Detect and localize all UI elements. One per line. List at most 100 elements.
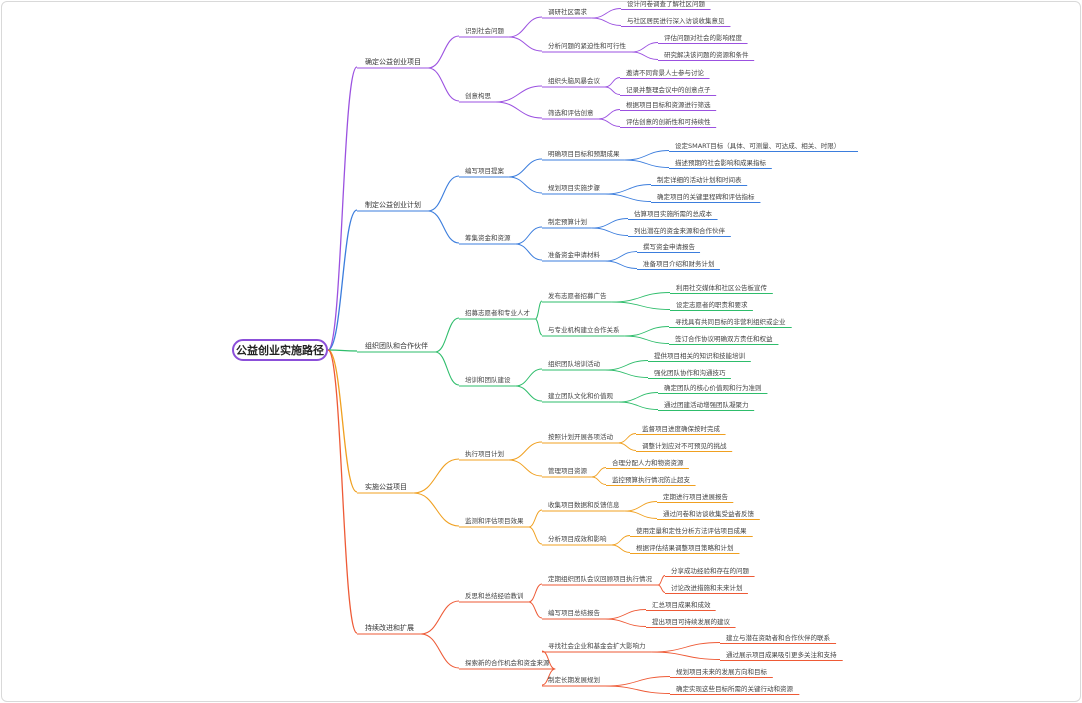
leaf-2-0-0-1[interactable]: 设定志愿者的职责和要求 bbox=[676, 300, 748, 309]
connector-2-1-0-0 bbox=[605, 360, 649, 371]
connector-root-branch-0 bbox=[327, 66, 358, 351]
leaf-3-0-0-1[interactable]: 调整计划应对不可预见的挑战 bbox=[642, 441, 727, 450]
leaf-0-0-0-1[interactable]: 与社区居民进行深入访谈收集意见 bbox=[627, 16, 725, 25]
leaf-1-1-0-0[interactable]: 估算项目实施所需的总成本 bbox=[634, 209, 712, 218]
node-2-1-label[interactable]: 培训和团队建设 bbox=[465, 376, 511, 384]
node-1-1-label[interactable]: 筹集资金和资源 bbox=[465, 234, 511, 242]
leaf-1-1-1-0[interactable]: 撰写资金申请报告 bbox=[643, 242, 695, 251]
leaf-3-0-1-0[interactable]: 合理分配人力和物资资源 bbox=[612, 458, 684, 467]
node-0-0-label[interactable]: 识别社会问题 bbox=[465, 27, 504, 35]
leaf-4-1-1-1[interactable]: 确定实现这些目标所需的关键行动和资源 bbox=[676, 684, 793, 693]
leaf-3-1-0-0[interactable]: 定期进行项目进展报告 bbox=[663, 492, 728, 501]
leaf-0-1-1-1[interactable]: 评估创意的创新性和可持续性 bbox=[626, 117, 711, 126]
leaf-1-0-0-0[interactable]: 设定SMART目标（具体、可测量、可达成、相关、时限） bbox=[675, 141, 841, 150]
leaf-0-0-1-0[interactable]: 评估问题对社会的影响程度 bbox=[664, 33, 742, 42]
connector-root-branch-4 bbox=[327, 349, 358, 634]
branch-0-label[interactable]: 确定公益创业项目 bbox=[365, 58, 421, 66]
node-2-1-1-label[interactable]: 建立团队文化和价值观 bbox=[548, 392, 613, 400]
branch-4-label[interactable]: 持续改进和扩展 bbox=[365, 624, 414, 632]
node-2-0-label[interactable]: 招募志愿者和专业人才 bbox=[465, 309, 530, 317]
connector-2-0-1 bbox=[535, 318, 543, 336]
leaf-4-0-0-1[interactable]: 讨论改进措施和未来计划 bbox=[671, 583, 743, 592]
node-1-0-1-label[interactable]: 规划项目实施步骤 bbox=[548, 184, 600, 192]
node-4-1-0-label[interactable]: 寻找社会企业和基金会扩大影响力 bbox=[548, 642, 646, 650]
node-1-0-label[interactable]: 编写项目提案 bbox=[465, 167, 504, 175]
connector-2-0-0-0 bbox=[611, 292, 671, 303]
connector-3-1-1-0 bbox=[611, 535, 631, 546]
branch-2-label[interactable]: 组织团队和合作伙伴 bbox=[365, 342, 428, 350]
leaf-0-0-1-1[interactable]: 研究解决该问题的资源和条件 bbox=[664, 50, 749, 59]
leaf-2-1-1-0[interactable]: 确定团队的核心价值观和行为准则 bbox=[664, 383, 762, 392]
node-3-1-label[interactable]: 监测和评估项目效果 bbox=[465, 517, 524, 525]
root-label: 公益创业实施路径 bbox=[236, 344, 324, 357]
leaf-3-1-1-1[interactable]: 根据评估结果调整项目策略和计划 bbox=[636, 543, 734, 552]
leaf-4-0-1-0[interactable]: 汇总项目成果和成效 bbox=[652, 600, 711, 609]
connector-4-0-0-1 bbox=[657, 584, 666, 593]
connector-0-0-0-1 bbox=[591, 17, 622, 26]
connector-0-0-1 bbox=[508, 36, 543, 52]
connector-4-0-0-0 bbox=[657, 575, 666, 586]
node-3-1-1-label[interactable]: 分析项目成效和影响 bbox=[548, 535, 607, 543]
leaf-0-0-0-0[interactable]: 设计问卷调查了解社区问题 bbox=[627, 0, 705, 8]
node-3-1-0-label[interactable]: 收集项目数据和反馈信息 bbox=[548, 501, 620, 509]
leaf-2-0-1-1[interactable]: 签订合作协议明确双方责任和权益 bbox=[675, 334, 773, 343]
node-2-0-0-label[interactable]: 发布志愿者招募广告 bbox=[548, 292, 607, 300]
connector-0-1-1 bbox=[495, 101, 543, 119]
connector-2-1 bbox=[435, 351, 460, 386]
leaf-4-0-1-1[interactable]: 提出项目可持续发展的建议 bbox=[652, 617, 730, 626]
leaf-1-0-1-0[interactable]: 制定详细的活动计划和时间表 bbox=[657, 175, 742, 184]
leaf-0-1-1-0[interactable]: 根据项目目标和资源进行筛选 bbox=[626, 100, 711, 109]
node-2-1-0-label[interactable]: 组织团队培训活动 bbox=[548, 360, 600, 368]
leaf-3-1-1-0[interactable]: 使用定量和定性分析方法评估项目成果 bbox=[636, 526, 747, 535]
leaf-1-0-0-1[interactable]: 描述预期的社会影响和成果指标 bbox=[675, 158, 766, 167]
leaf-4-1-0-0[interactable]: 建立与潜在资助者和合作伙伴的联系 bbox=[726, 633, 830, 642]
leaf-2-1-0-0[interactable]: 提供项目相关的知识和技能培训 bbox=[654, 351, 745, 360]
node-4-0-label[interactable]: 反思和总结经验教训 bbox=[465, 592, 524, 600]
leaf-1-1-0-1[interactable]: 列出潜在的资金来源和合作伙伴 bbox=[634, 226, 725, 235]
node-4-1-1-label[interactable]: 制定长期发展规划 bbox=[548, 676, 600, 684]
node-3-0-0-label[interactable]: 按照计划开展各项活动 bbox=[548, 433, 613, 441]
connector-3-1-0-0 bbox=[624, 501, 658, 512]
leaf-4-1-0-1[interactable]: 通过展示项目成果吸引更多关注和支持 bbox=[726, 650, 837, 659]
node-4-0-0-label[interactable]: 定期组织团队会议回顾项目执行情况 bbox=[548, 575, 652, 583]
node-1-1-0-label[interactable]: 制定预算计划 bbox=[548, 218, 587, 226]
leaf-4-1-1-0[interactable]: 规划项目未来的发展方向和目标 bbox=[676, 667, 767, 676]
leaf-3-0-1-1[interactable]: 监控预算执行情况防止超支 bbox=[612, 475, 690, 484]
leaf-2-1-0-1[interactable]: 强化团队协作和沟通技巧 bbox=[654, 368, 726, 377]
leaf-2-0-1-0[interactable]: 寻找具有共同目标的非营利组织或企业 bbox=[675, 317, 786, 326]
node-0-1-1-label[interactable]: 筛选和评估创意 bbox=[548, 109, 594, 117]
node-2-0-1-label[interactable]: 与专业机构建立合作关系 bbox=[548, 326, 620, 334]
leaf-2-1-1-1[interactable]: 通过团建活动增强团队凝聚力 bbox=[664, 400, 749, 409]
node-1-0-0-label[interactable]: 明确项目目标和预期成果 bbox=[548, 150, 620, 158]
leaf-4-0-0-0[interactable]: 分享成功经验和存在的问题 bbox=[671, 566, 749, 575]
leaf-1-1-1-1[interactable]: 准备项目介绍和财务计划 bbox=[643, 259, 715, 268]
node-0-1-label[interactable]: 创意构思 bbox=[465, 92, 491, 100]
connector-0-1-0-0 bbox=[604, 77, 621, 88]
connector-1-1-1-0 bbox=[605, 251, 638, 262]
node-3-0-label[interactable]: 执行项目计划 bbox=[465, 450, 504, 458]
connector-0-1-0 bbox=[495, 85, 543, 103]
leaf-3-1-0-1[interactable]: 通过问卷和访谈收集受益者反馈 bbox=[663, 509, 754, 518]
connector-1-1-1-1 bbox=[605, 260, 638, 269]
branch-1-label[interactable]: 制定公益创业计划 bbox=[365, 201, 421, 209]
leaf-0-1-0-1[interactable]: 记录并整理会议中的创意点子 bbox=[626, 85, 711, 94]
connector-3-0-1-1 bbox=[591, 476, 607, 485]
node-0-1-0-label[interactable]: 组织头脑风暴会议 bbox=[548, 77, 600, 85]
connector-1-1-1 bbox=[515, 243, 543, 261]
leaf-1-0-1-1[interactable]: 确定项目的关键里程碑和评估指标 bbox=[657, 192, 755, 201]
node-0-0-0-label[interactable]: 调研社区需求 bbox=[548, 8, 587, 16]
leaf-3-0-0-0[interactable]: 监督项目进度确保按时完成 bbox=[642, 424, 720, 433]
node-1-1-1-label[interactable]: 准备资金申请材料 bbox=[548, 251, 600, 259]
root-node[interactable]: 公益创业实施路径 bbox=[232, 339, 328, 361]
node-0-0-1-label[interactable]: 分析问题的紧迫性和可行性 bbox=[548, 42, 626, 50]
leaf-2-0-0-0[interactable]: 利用社交媒体和社区公告板宣传 bbox=[676, 283, 767, 292]
connector-4-1-1-1 bbox=[605, 685, 671, 694]
branch-3-label[interactable]: 实施公益项目 bbox=[365, 483, 407, 491]
node-3-0-1-label[interactable]: 管理项目资源 bbox=[548, 467, 587, 475]
node-4-0-1-label[interactable]: 编写项目总结报告 bbox=[548, 609, 600, 617]
connector-3-1-0 bbox=[528, 509, 543, 528]
leaf-0-1-0-0[interactable]: 邀请不同背景人士参与讨论 bbox=[626, 68, 704, 77]
connector-3-0-0-1 bbox=[618, 442, 637, 451]
node-4-1-label[interactable]: 探索新的合作机会和资金来源 bbox=[465, 659, 550, 667]
connector-2-0-1-0 bbox=[624, 326, 670, 337]
